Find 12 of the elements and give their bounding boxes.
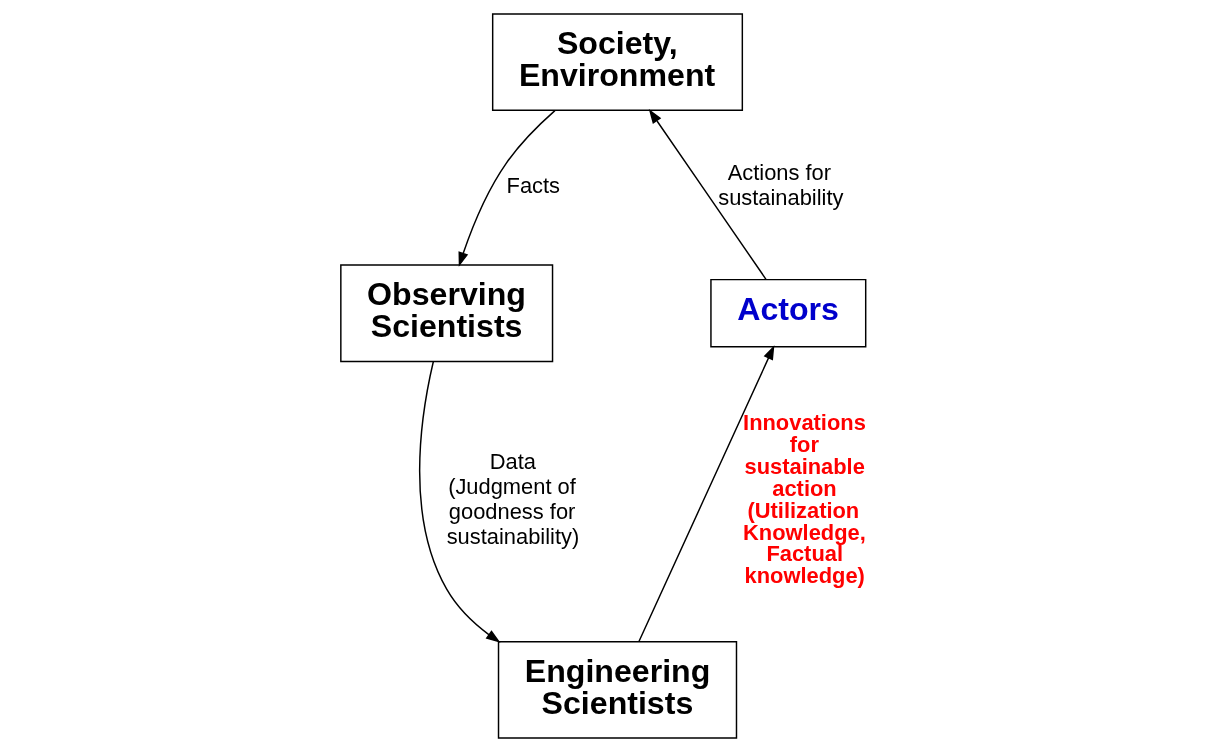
edge-label: Actions for sustainability [717,160,843,211]
arrow [648,109,767,281]
arrow [418,360,501,643]
node-box: Society, Environment [491,13,743,111]
node-box: Observing Scientists [339,264,553,363]
arrow [458,109,556,267]
node-box: Actors [709,278,866,348]
edge-label: Facts [506,172,560,198]
edge-label: Data (Judgment of goodness for sustainability) [446,449,579,549]
node-box: Engineering Scientists [497,641,737,739]
edge-label: Innovations for sustainable action (Utilization Knowledge, Factual knowledge) [742,410,866,589]
arrow [637,345,774,642]
